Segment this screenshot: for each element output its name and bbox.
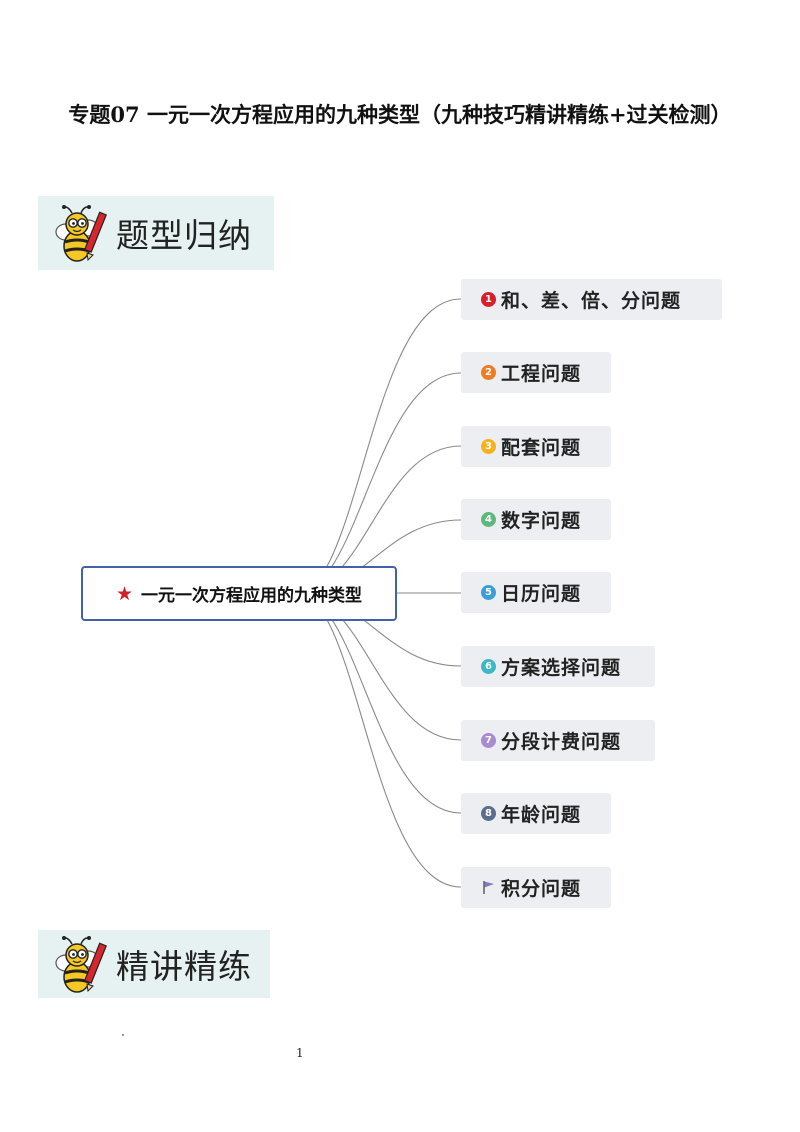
center-node-label: 一元一次方程应用的九种类型 — [141, 586, 363, 606]
connector-9 — [295, 592, 462, 888]
number-badge-icon: 8 — [481, 806, 496, 821]
number-badge-icon: 5 — [481, 585, 496, 600]
branch-node-5: 5 日历问题 — [461, 572, 611, 613]
branch-node-2: 2 工程问题 — [461, 352, 611, 393]
branch-label: 积分问题 — [501, 878, 582, 900]
star-icon: ★ — [115, 582, 134, 605]
section-banner-topic-summary: 题型归纳 — [38, 196, 274, 270]
branch-label: 工程问题 — [501, 363, 582, 385]
branch-label: 日历问题 — [501, 583, 582, 605]
connector-8 — [295, 592, 462, 814]
number-badge-icon: 2 — [481, 365, 496, 380]
branch-label: 分段计费问题 — [501, 731, 622, 753]
branch-label: 年龄问题 — [501, 804, 582, 826]
branch-node-7: 7 分段计费问题 — [461, 720, 655, 761]
branch-node-9: 积分问题 — [461, 867, 611, 908]
section-heading: 精讲精练 — [116, 947, 252, 986]
bee-pencil-icon — [44, 929, 114, 999]
flag-icon — [481, 880, 496, 895]
stray-mark — [122, 1034, 124, 1036]
section-banner-lecture-practice: 精讲精练 — [38, 930, 270, 998]
connector-1 — [295, 298, 462, 594]
section-heading: 题型归纳 — [116, 216, 252, 255]
branch-label: 配套问题 — [501, 437, 582, 459]
branch-label: 方案选择问题 — [501, 657, 622, 679]
branch-label: 数字问题 — [501, 510, 582, 532]
number-badge-icon: 1 — [481, 292, 496, 307]
connector-2 — [295, 372, 462, 594]
number-badge-icon: 4 — [481, 512, 496, 527]
number-badge-icon: 7 — [481, 733, 496, 748]
branch-node-4: 4 数字问题 — [461, 499, 611, 540]
branch-node-1: 1 和、差、倍、分问题 — [461, 279, 722, 320]
document-title: 专题07 一元一次方程应用的九种类型（九种技巧精讲精练+过关检测） — [68, 102, 732, 127]
number-badge-icon: 3 — [481, 439, 496, 454]
mindmap-center-node: ★ 一元一次方程应用的九种类型 — [81, 566, 397, 621]
branch-node-6: 6 方案选择问题 — [461, 646, 655, 687]
bee-pencil-icon — [44, 198, 114, 268]
branch-label: 和、差、倍、分问题 — [501, 290, 682, 312]
branch-node-8: 8 年龄问题 — [461, 793, 611, 834]
branch-node-3: 3 配套问题 — [461, 426, 611, 467]
page-number: 1 — [296, 1046, 304, 1060]
number-badge-icon: 6 — [481, 659, 496, 674]
